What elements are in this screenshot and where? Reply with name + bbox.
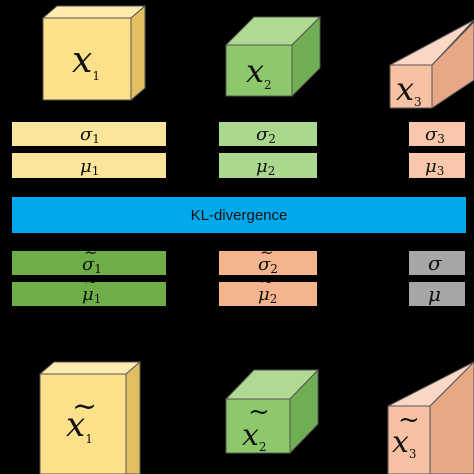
sigma-gray-bar: [409, 251, 465, 275]
sigma1-bar: [12, 122, 166, 146]
cube-x3-tilde-face: [387, 405, 431, 474]
cube-x1-tilde-label: x1: [66, 405, 93, 446]
mu3-label: μ3: [425, 156, 444, 178]
cube-x3-tilde-mark: ~: [398, 405, 420, 435]
mu1-bar: [12, 153, 166, 178]
sigma1-tilde-label: σ1: [82, 254, 102, 276]
cube-x1-tilde-top: [38, 361, 142, 375]
sigma1-label: σ1: [80, 124, 100, 146]
top-stats-col3: σ3 μ3: [409, 122, 465, 178]
bottom-stats-col2: ~ σ2 ~ μ2: [219, 243, 317, 306]
mu1-label: μ1: [80, 156, 99, 178]
cube-x1-tilde-face: [39, 373, 127, 474]
cube-x3-tilde-label: x3: [392, 425, 417, 461]
cube-x3-face: [389, 64, 433, 109]
cube-x2-face: [225, 44, 293, 97]
sigma2-label: σ2: [256, 124, 276, 146]
cube-x2: x2: [224, 15, 322, 98]
sigma3-label: σ3: [425, 124, 445, 146]
cube-x2-label: x2: [246, 52, 272, 92]
mu2-tilde-label: μ2: [258, 284, 277, 306]
mu-gray-label: μ: [428, 282, 441, 306]
cube-x1-side: [130, 4, 146, 102]
bottom-stats-col3: σ μ: [409, 251, 465, 306]
cube-x1-tilde-side: [125, 360, 141, 474]
cube-x1: x1: [41, 4, 147, 102]
cube-x1-face: [42, 17, 132, 101]
cube-x3: x3: [389, 19, 474, 109]
cube-x1-label: x1: [72, 40, 100, 83]
cube-x2-tilde-label: x2: [242, 418, 267, 454]
bottom-stats-col1: ~ σ1 ~ μ1: [12, 243, 166, 306]
mu1-tilde-label: μ1: [82, 284, 101, 306]
mu-gray-bar: [409, 282, 465, 306]
mu2-bar: [219, 153, 317, 178]
mu3-bar: [409, 153, 465, 178]
sigma-gray-label: σ: [428, 251, 443, 275]
cube-x2-tilde-face: [225, 398, 291, 454]
cube-x2-tilde-mark: ~: [248, 397, 270, 427]
cube-x1-tilde: ~ x1: [38, 360, 142, 474]
kl-divergence-bar-fill: [12, 197, 466, 233]
mu2-tilde-mark: ~: [260, 272, 273, 291]
cube-x3-tilde: ~ x3: [387, 361, 474, 474]
top-stats-col1: σ1 μ1: [12, 122, 166, 178]
kl-divergence-label: KL-divergence: [191, 207, 288, 224]
mu1-tilde-mark: ~: [84, 272, 97, 291]
sigma2-tilde-label: σ2: [258, 254, 278, 276]
cube-x3-label: x3: [396, 70, 422, 109]
sigma1-tilde-mark: ~: [84, 243, 97, 262]
kl-divergence-bar: KL-divergence: [12, 197, 466, 233]
mu2-label: μ2: [256, 156, 275, 178]
mu1-tilde-bar: [12, 282, 166, 306]
sigma2-bar: [219, 122, 317, 146]
sigma2-tilde-bar: [219, 251, 317, 275]
top-stats-col2: σ2 μ2: [219, 122, 317, 178]
sigma3-bar: [409, 122, 465, 146]
sigma1-tilde-bar: [12, 251, 166, 275]
cube-x2-tilde: ~ x2: [224, 368, 320, 455]
cube-x1-tilde-mark: ~: [72, 389, 97, 424]
mu2-tilde-bar: [219, 282, 317, 306]
cube-x1-top: [41, 5, 147, 19]
sigma2-tilde-mark: ~: [260, 243, 273, 262]
